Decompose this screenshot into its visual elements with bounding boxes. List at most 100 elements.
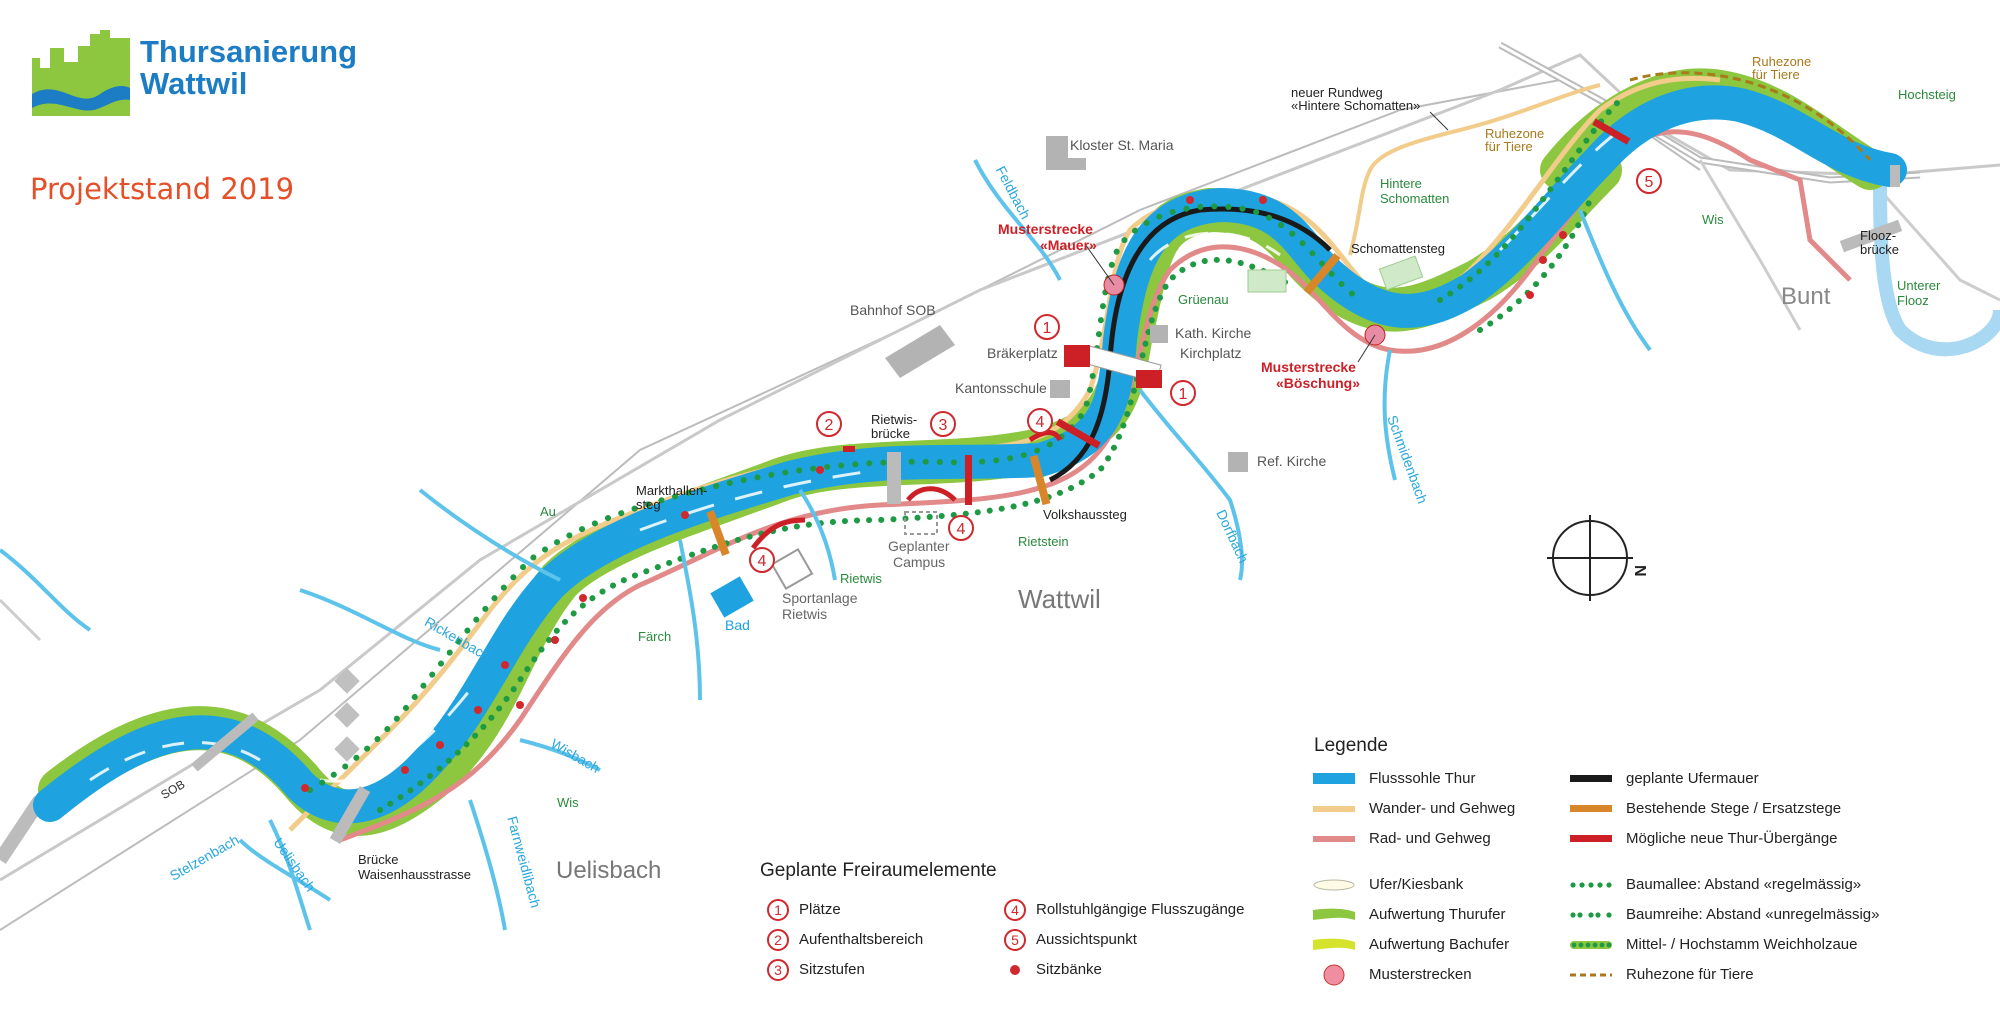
- svg-text:1: 1: [1179, 386, 1188, 403]
- label-bunt: Bunt: [1781, 283, 1831, 310]
- svg-text:4: 4: [957, 521, 966, 538]
- area-gruenau: Grüenau: [1178, 292, 1229, 307]
- plaza-braeker: [1064, 345, 1090, 367]
- stay-area-2: [843, 446, 855, 452]
- marker-4c: 4: [1027, 408, 1053, 434]
- label-campus-1: Geplanter: [888, 538, 950, 554]
- svg-text:1: 1: [1043, 320, 1052, 337]
- ramp-4b: [906, 486, 957, 502]
- river-inner-2: [639, 468, 881, 532]
- building-uelis-1: [334, 668, 360, 694]
- bridge-sob: [191, 712, 259, 772]
- label-sportanlage-1: Sportanlage: [782, 590, 858, 606]
- bridge-waisenhaus: [329, 786, 371, 844]
- bridge-new-3: [1592, 118, 1631, 145]
- label-flooz-2: brücke: [1860, 242, 1899, 257]
- area-wis-south: Wis: [557, 795, 579, 810]
- callout-boeschung-2: «Böschung»: [1276, 375, 1360, 391]
- callout-ruhezone-1b: für Tiere: [1485, 139, 1533, 154]
- label-campus-2: Campus: [893, 554, 945, 570]
- stream-farnweidlibach: [468, 799, 507, 931]
- legend-title: Legende: [1314, 735, 1388, 756]
- callout-ruhezone-1: Ruhezone: [1485, 126, 1544, 141]
- label-bruecke-2: Waisenhausstrasse: [358, 867, 471, 882]
- bridge-markthallen: [706, 510, 730, 556]
- area-faerch: Färch: [638, 629, 671, 644]
- bridge-flooz: [1839, 219, 1903, 253]
- marker-2: 2: [816, 411, 842, 437]
- thur-river: [33, 85, 1907, 824]
- label-kath-kirche: Kath. Kirche: [1175, 325, 1251, 341]
- svg-text:2: 2: [825, 417, 834, 434]
- bridge-schomatten: [1303, 253, 1341, 295]
- marker-4b: 4: [948, 515, 974, 541]
- area-hochsteig: Hochsteig: [1898, 87, 1956, 102]
- stream-label-farnweidlibach: Farnweidlibach: [504, 814, 544, 909]
- marker-3: 3: [930, 411, 956, 437]
- marker-1-kirch: 1: [1170, 380, 1196, 406]
- compass-north-label: N: [1631, 565, 1648, 577]
- stream-rietwis: [798, 488, 837, 581]
- callout-ruhezone-2: Ruhezone: [1752, 54, 1811, 69]
- label-uelisbach-town: Uelisbach: [556, 857, 661, 884]
- callout-boeschung-1: Musterstrecke: [1261, 359, 1356, 375]
- callout-rundweg-1: neuer Rundweg: [1291, 85, 1383, 100]
- building-kath-kirche: [1150, 325, 1168, 343]
- river-inner-1: [319, 689, 472, 783]
- stream-label-stelzenbach: Stelzenbach: [167, 831, 242, 883]
- stream-nw: [0, 548, 92, 632]
- marker-4a: 4: [749, 547, 775, 573]
- stream-stelzenbach: [238, 838, 332, 902]
- stream-schmidenbach: [1382, 349, 1397, 481]
- bike-path: [339, 129, 1852, 843]
- building-uelis-3: [334, 736, 360, 762]
- stream-dorfbach: [1138, 388, 1244, 581]
- river-inner-3: [1148, 231, 1281, 261]
- logo: Thursanierung Wattwil: [30, 28, 357, 128]
- stream-label-feldbach: Feldbach: [993, 163, 1034, 221]
- area-hintere-1: Hintere: [1380, 176, 1422, 191]
- callout-rundweg-line: [1429, 111, 1449, 131]
- svg-text:3: 3: [939, 417, 948, 434]
- thur-downstream: [0, 796, 46, 864]
- stream-east: [1578, 209, 1652, 352]
- label-kloster: Kloster St. Maria: [1070, 137, 1174, 153]
- label-schomattensteg: Schomattensteg: [1351, 241, 1445, 256]
- label-sportanlage-2: Rietwis: [782, 606, 827, 622]
- callout-mauer-1: Musterstrecke: [998, 221, 1093, 237]
- stream-rickenbach: [299, 588, 441, 652]
- field-schomatten: [1378, 255, 1424, 291]
- stream-wisbach: [519, 738, 601, 772]
- label-flooz-1: Flooz-: [1860, 228, 1896, 243]
- bank-upgrade-south: [38, 148, 1622, 836]
- label-kantonsschule: Kantonsschule: [955, 380, 1047, 396]
- stream-label-dorfbach: Dorfbach: [1213, 507, 1252, 565]
- stream-faerch: [678, 539, 702, 701]
- project-status: Projektstand 2019: [30, 172, 295, 206]
- logo-title: Thursanierung Wattwil: [140, 34, 358, 101]
- area-wis-north: Wis: [1702, 212, 1724, 227]
- label-rietwis-1: Rietwis-: [871, 412, 917, 427]
- svg-text:5: 5: [1645, 174, 1654, 191]
- legend: Legende Flusssohle Thur Wander- und Gehw…: [1313, 735, 1880, 986]
- label-wattwil: Wattwil: [1018, 584, 1101, 614]
- freiraum-title: Geplante Freiraumelemente: [760, 860, 997, 881]
- ramp-4a: [750, 517, 806, 550]
- compass: N: [1547, 515, 1648, 601]
- label-kirchplatz: Kirchplatz: [1180, 345, 1241, 361]
- area-hintere-2: Schomatten: [1380, 191, 1449, 206]
- bridge-rietwis: [887, 452, 901, 504]
- bridge-new-2: [1055, 418, 1101, 449]
- label-bahnhof: Bahnhof SOB: [850, 302, 936, 318]
- area-unterer-1: Unterer: [1897, 278, 1941, 293]
- bridge-new-1: [965, 455, 972, 505]
- callout-rundweg-2: «Hintere Schomatten»: [1291, 98, 1420, 113]
- label-markthallen-1: Markthallen-: [636, 483, 708, 498]
- callout-mauer-2: «Mauer»: [1040, 237, 1097, 253]
- label-bad: Bad: [725, 617, 750, 633]
- plaza-kirch: [1136, 370, 1162, 388]
- benches: [301, 196, 1567, 792]
- pool-bad: [710, 576, 754, 618]
- area-rietstein: Rietstein: [1018, 534, 1069, 549]
